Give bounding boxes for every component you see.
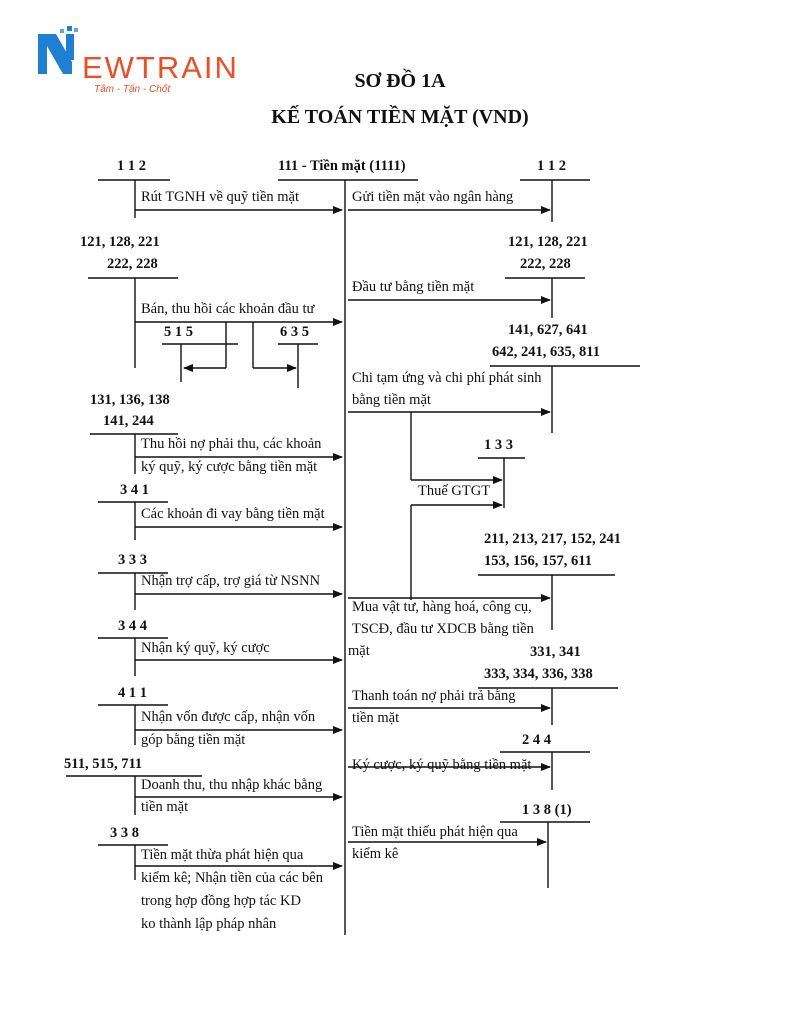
account-133: 1 3 3 xyxy=(484,437,513,453)
label-doanh-thu-2: tiền mặt xyxy=(141,799,189,815)
label-thua-2: kiểm kê; Nhận tiền của các bên xyxy=(141,870,323,886)
account-left-131-b: 141, 244 xyxy=(103,413,154,429)
account-right-211-b: 153, 156, 157, 611 xyxy=(484,553,592,569)
account-right-331-a: 331, 341 xyxy=(530,644,581,660)
label-chi-tam-ung-1: Chi tạm ứng và chi phí phát sinh xyxy=(352,370,542,386)
diagram-title-line1: SƠ ĐỒ 1A xyxy=(354,70,446,92)
account-333: 3 3 3 xyxy=(118,552,147,568)
label-ban-thu-hoi: Bán, thu hồi các khoản đầu tư xyxy=(141,301,315,317)
account-left-121-a: 121, 128, 221 xyxy=(80,234,160,250)
account-right-112: 1 1 2 xyxy=(537,158,566,174)
diagram-title-line2: KẾ TOÁN TIỀN MẶT (VND) xyxy=(271,106,529,128)
label-mua-vat-tu-3: mặt xyxy=(348,643,370,659)
account-left-121-b: 222, 228 xyxy=(107,256,158,272)
account-right-121-b: 222, 228 xyxy=(520,256,571,272)
account-511: 511, 515, 711 xyxy=(64,756,143,772)
account-left-112: 1 1 2 xyxy=(117,158,146,174)
account-111-tien-mat: 111 - Tiền mặt (1111) xyxy=(278,158,406,174)
label-thieu-2: kiểm kê xyxy=(352,846,399,862)
brand-tagline: Tâm - Tận - Chốt xyxy=(94,84,171,95)
label-thu-hoi-no-2: ký quỹ, ký cược bằng tiền mặt xyxy=(141,459,318,475)
label-nhan-von-1: Nhận vốn được cấp, nhận vốn xyxy=(141,709,316,725)
label-thanh-toan-1: Thanh toán nợ phải trả bằng xyxy=(352,688,516,704)
newtrain-logo: EWTRAIN Tâm - Tận - Chốt xyxy=(36,26,239,96)
account-left-131-a: 131, 136, 138 xyxy=(90,392,170,408)
label-mua-vat-tu-2: TSCĐ, đầu tư XDCB bằng tiền xyxy=(352,621,534,637)
account-635: 6 3 5 xyxy=(280,324,309,340)
label-thua-3: trong hợp đồng hợp tác KD xyxy=(141,893,301,909)
label-nhan-ky-quy: Nhận ký quỹ, ký cược xyxy=(141,640,270,656)
account-341: 3 4 1 xyxy=(120,482,149,498)
label-thua-4: ko thành lập pháp nhân xyxy=(141,916,277,932)
label-thanh-toan-2: tiền mặt xyxy=(352,710,400,726)
label-gui-tien: Gửi tiền mặt vào ngân hàng xyxy=(352,189,514,205)
label-chi-tam-ung-2: bằng tiền mặt xyxy=(352,392,431,408)
account-right-331-b: 333, 334, 336, 338 xyxy=(484,666,593,682)
label-thua-1: Tiền mặt thừa phát hiện qua xyxy=(141,847,304,863)
account-right-141-b: 642, 241, 635, 811 xyxy=(492,344,600,360)
account-right-121-a: 121, 128, 221 xyxy=(508,234,588,250)
account-right-211-a: 211, 213, 217, 152, 241 xyxy=(484,531,621,547)
account-138-1: 1 3 8 (1) xyxy=(522,802,572,818)
label-thieu-1: Tiền mặt thiếu phát hiện qua xyxy=(352,824,518,840)
label-mua-vat-tu-1: Mua vật tư, hàng hoá, công cụ, xyxy=(352,599,532,615)
label-thu-hoi-no-1: Thu hồi nợ phải thu, các khoản xyxy=(141,436,322,452)
label-tro-cap: Nhận trợ cấp, trợ giá từ NSNN xyxy=(141,573,321,589)
label-doanh-thu-1: Doanh thu, thu nhập khác bằng xyxy=(141,777,323,793)
label-thue-gtgt: Thuế GTGT xyxy=(418,483,491,499)
label-rut-tgnh: Rút TGNH về quỹ tiền mặt xyxy=(141,189,300,205)
logo-n-icon xyxy=(38,26,78,74)
account-right-141-a: 141, 627, 641 xyxy=(508,322,588,338)
label-nhan-von-2: góp bằng tiền mặt xyxy=(141,732,246,748)
label-ky-cuoc: Ký cược, ký quỹ bằng tiền mặt xyxy=(352,757,532,773)
brand-name: EWTRAIN xyxy=(82,50,239,85)
account-344: 3 4 4 xyxy=(118,618,147,634)
label-dau-tu: Đầu tư bằng tiền mặt xyxy=(352,279,475,295)
account-244: 2 4 4 xyxy=(522,732,551,748)
account-411: 4 1 1 xyxy=(118,685,147,701)
account-515: 5 1 5 xyxy=(164,324,193,340)
account-338: 3 3 8 xyxy=(110,825,139,841)
label-di-vay: Các khoản đi vay bằng tiền mặt xyxy=(141,506,325,522)
